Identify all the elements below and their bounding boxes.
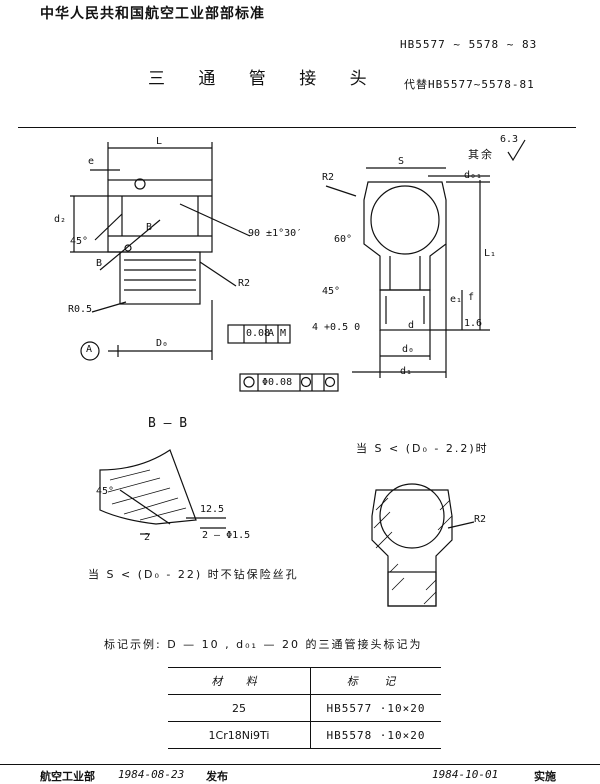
dim-d2: d₂ [54,214,67,225]
tee-thread [379,289,431,331]
radius-r2-left: R2 [238,278,251,289]
body-outline [107,179,213,253]
roughness-symbol [507,139,526,162]
dim-d: d [408,320,415,331]
position-tolerance: Φ0.08 [262,377,293,388]
tolerance-box [227,324,291,344]
surface-note: 其余 [468,148,494,161]
bore-circle [370,185,440,255]
section-mark-b-lower: B [96,258,103,269]
footer-effective-date: 1984-10-01 [432,768,499,781]
angle-45-left: 45° [70,236,89,247]
standard-org-title: 中华人民共和国航空工业部部标准 [40,6,265,22]
dim-L1: L₁ [484,248,497,259]
datum-a-label: A [86,344,93,355]
condition-r2: R2 [474,514,487,525]
thread-angle: 90 ±1°30′ [248,228,303,239]
table-row: 1Cr18Ni9Ti HB5578 ·10×20 [168,721,441,749]
replaces-note: 代替HB5577~5578-81 [404,78,535,91]
section-mark-b-upper: B [146,222,153,233]
marking-example: 标记示例: D — 10 , d₀₁ — 20 的三通管接头标记为 [104,638,423,651]
tolerance-datum: A [268,328,275,339]
no-drill-note: 当 S < (D₀ - 22) 时不钻保险丝孔 [88,568,299,581]
fuse-hole [124,244,132,252]
table-header-row: 材 料 标 记 [168,667,441,695]
material-cell: 1Cr18Ni9Ti [168,721,311,749]
footer-publisher: 航空工业部 [40,770,95,783]
table-row: 25 HB5577 ·10×20 [168,694,441,722]
roughness-12-5: 12.5 [200,504,225,515]
marking-cell: HB5578 ·10×20 [310,721,441,749]
dim-L: L [156,136,163,147]
section-dim-2: 2 [144,532,151,543]
footer-rule [0,764,600,765]
dim-d1: d₁ [400,366,413,377]
angle-60: 60° [334,234,353,245]
section-bb-outline [99,449,197,525]
standard-code: HB5577 ~ 5578 ~ 83 [400,38,538,51]
weld-circle [134,178,146,190]
dim-f: f [468,292,475,303]
dim-d01: d₀₁ [464,170,483,181]
dim-d0: d₀ [402,344,415,355]
dim-e: e [88,156,95,167]
radius-r05: R0.5 [68,304,93,315]
dim-D0: D₀ [156,338,169,349]
dim-S: S [398,156,405,167]
section-hole-note: 2 — Φ1.5 [202,530,251,541]
datum-a-circle [80,341,100,361]
section-bb-title: B — B [148,416,188,431]
radius-r2-right: R2 [322,172,335,183]
part-name: 三 通 管 接 头 [148,69,381,89]
footer-effective-word: 实施 [534,770,556,783]
footer-issue-word: 发布 [206,770,228,783]
roughness-value: 6.3 [500,134,519,145]
dim-4-tol: 4 +0.5 0 [312,322,361,333]
tee-body-outline [363,181,447,291]
material-cell: 25 [168,694,311,722]
roughness-1-6: 1.6 [464,318,483,329]
thread-outline [119,251,201,305]
materials-table: 材 料 标 记 25 HB5577 ·10×20 1Cr18Ni9Ti HB55… [168,667,441,749]
tolerance-value: 0.08 [246,328,271,339]
angle-45-right: 45° [322,286,341,297]
header-marking: 标 记 [310,667,441,695]
dim-e1: e₁ [450,294,463,305]
position-tolerance-frame [239,373,339,392]
cond-bore-circle [379,483,445,549]
footer-issue-date: 1984-08-23 [118,768,185,781]
header-rule [18,127,576,128]
marking-cell: HB5577 ·10×20 [310,694,441,722]
header-material: 材 料 [168,667,311,695]
condition-label: 当 S < (D₀ - 2.2)时 [356,442,489,455]
tolerance-modifier: M [280,328,287,339]
section-angle-45: 45° [96,486,115,497]
